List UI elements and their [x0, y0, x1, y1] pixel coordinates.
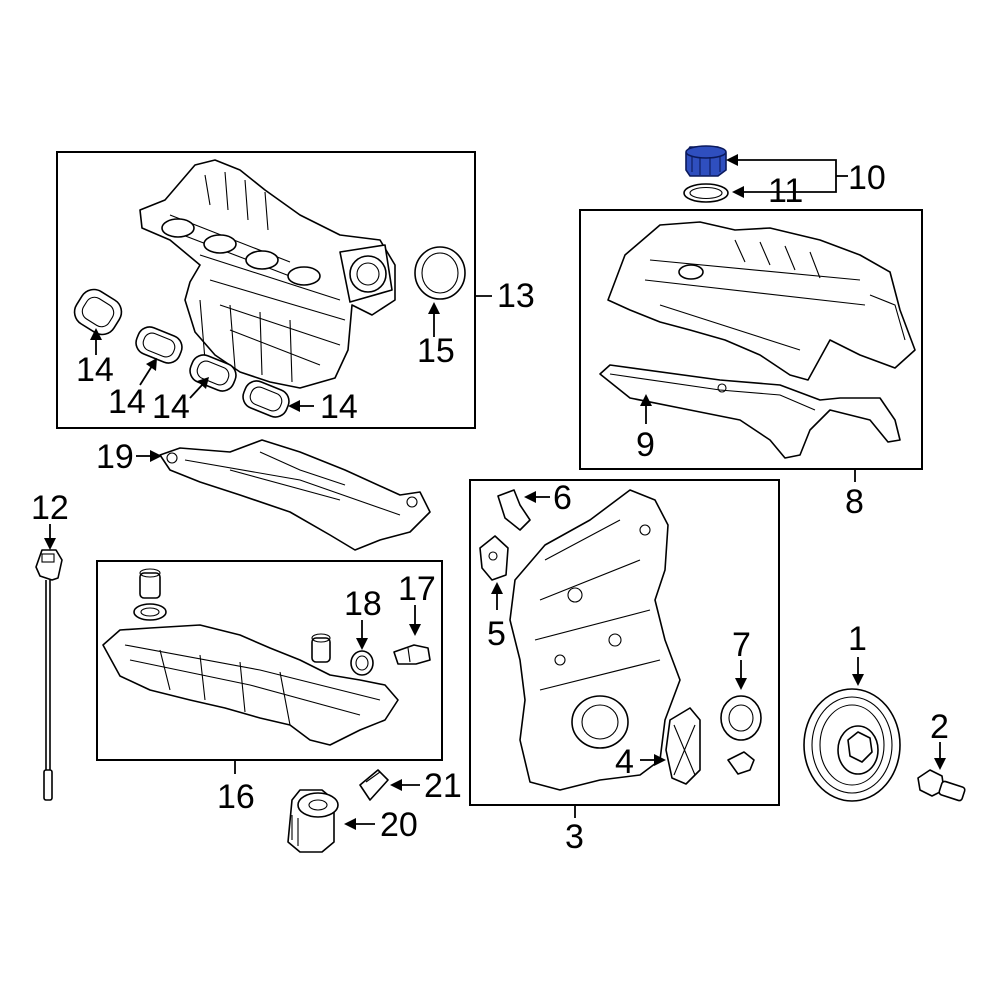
crankshaft-pulley[interactable] — [803, 688, 901, 802]
callout-2: 2 — [930, 708, 949, 746]
callout-17: 17 — [398, 570, 436, 608]
callout-8: 8 — [845, 483, 864, 521]
timing-cover-seal-6[interactable] — [497, 489, 531, 531]
oil-filler-cap-group: 10 11 — [683, 145, 886, 210]
timing-cover-plate-4[interactable] — [665, 707, 701, 785]
callout-20: 20 — [380, 806, 418, 844]
crank-pulley-group: 1 2 — [803, 620, 966, 802]
drain-plug-washer[interactable] — [350, 650, 374, 676]
dipstick-group: 12 — [31, 489, 69, 801]
callout-14-a: 14 — [76, 351, 114, 389]
intake-port-gaskets[interactable] — [69, 284, 292, 420]
callout-14-b: 14 — [108, 383, 146, 421]
oil-filler-cap-gasket[interactable] — [683, 183, 729, 203]
callout-10: 10 — [848, 159, 886, 197]
oil-pan[interactable] — [102, 624, 399, 746]
callout-5: 5 — [487, 615, 506, 653]
baffle-plate[interactable] — [159, 439, 431, 551]
oil-filter-bolt[interactable] — [359, 769, 389, 801]
baffle-plate-group: 19 — [96, 438, 431, 551]
callout-4: 4 — [615, 743, 634, 781]
oil-pan-seal[interactable] — [133, 603, 167, 621]
oil-pan-dowel[interactable] — [311, 633, 331, 663]
oil-pan-group: 18 17 16 — [96, 560, 443, 816]
timing-cover-group: 6 5 7 4 3 — [469, 479, 780, 856]
callout-18: 18 — [344, 585, 382, 623]
oil-dipstick[interactable] — [35, 549, 63, 801]
oil-pan-sleeve[interactable] — [139, 568, 161, 599]
callout-3: 3 — [565, 818, 584, 856]
intake-manifold-box — [56, 151, 476, 429]
oil-filler-cap[interactable] — [685, 145, 727, 177]
intake-manifold-group: 13 15 14 14 14 14 — [56, 151, 535, 429]
callout-15: 15 — [417, 332, 455, 370]
throttle-body-gasket[interactable] — [414, 246, 466, 300]
callout-1: 1 — [848, 620, 867, 658]
callout-21: 21 — [424, 767, 462, 805]
callout-7: 7 — [732, 626, 751, 664]
crankshaft-pulley-bolt[interactable] — [917, 769, 966, 802]
valve-cover-gasket[interactable] — [599, 364, 901, 459]
timing-cover-gasket-5[interactable] — [479, 535, 509, 581]
oil-pan-box — [96, 560, 443, 761]
callout-19: 19 — [96, 438, 134, 476]
valve-cover-box — [579, 209, 923, 470]
intake-manifold[interactable] — [139, 159, 396, 389]
oil-filter[interactable] — [287, 789, 339, 853]
timing-cover[interactable] — [509, 489, 681, 791]
callout-14-d: 14 — [320, 388, 358, 426]
valve-cover[interactable] — [607, 221, 916, 381]
valve-cover-group: 9 8 — [579, 209, 923, 521]
callout-11: 11 — [768, 172, 803, 210]
timing-cover-bolt[interactable] — [727, 751, 755, 775]
timing-cover-box — [469, 479, 780, 806]
drain-plug[interactable] — [393, 644, 431, 665]
callout-14-c: 14 — [152, 388, 190, 426]
callout-6: 6 — [553, 479, 572, 517]
callout-16: 16 — [217, 778, 255, 816]
crankshaft-seal-7[interactable] — [720, 695, 762, 741]
oil-filter-group: 21 20 — [287, 767, 462, 853]
callout-12: 12 — [31, 489, 69, 527]
callout-13: 13 — [497, 277, 535, 315]
callout-9: 9 — [636, 426, 655, 464]
